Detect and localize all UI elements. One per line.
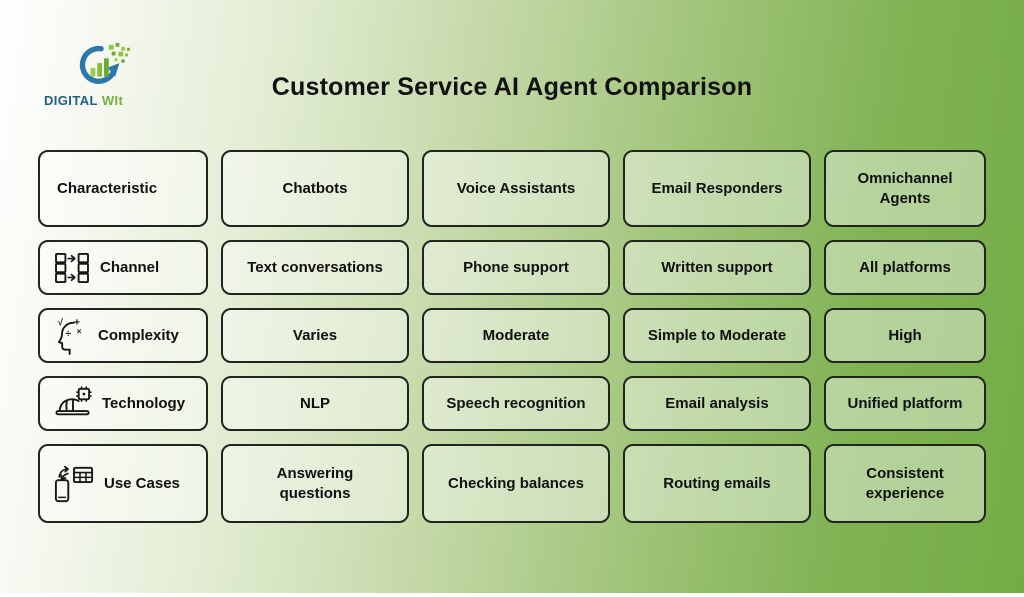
header-cell-email-responders: Email Responders [623,150,811,227]
cell-text: Routing emails [663,474,771,492]
cell-complexity-omnichannel: High [824,308,986,363]
cell-channel-email-responders: Written support [623,240,811,295]
use-cases-icon [53,464,95,504]
header-cell-chatbots: Chatbots [221,150,409,227]
svg-text:÷: ÷ [65,328,71,339]
header-cell-characteristic: Characteristic [38,150,208,227]
cell-text: Unified platform [847,394,963,412]
cell-technology-email-responders: Email analysis [623,376,811,431]
cell-text: Phone support [463,258,569,276]
header-cell-voice-assistants: Voice Assistants [422,150,610,227]
header-label: Voice Assistants [456,179,576,197]
svg-text:√: √ [58,317,64,328]
brand-logo: DIGITAL WIt [44,42,164,108]
cell-text: Simple to Moderate [647,326,787,344]
complexity-icon: √ + ÷ × [53,317,89,355]
brand-name-secondary: WIt [101,93,124,108]
header-label: Characteristic [57,179,158,197]
cell-text: Speech recognition [446,394,586,412]
cell-complexity-voice-assistants: Moderate [422,308,610,363]
row-label-use-cases: Use Cases [38,444,208,523]
cell-complexity-email-responders: Simple to Moderate [623,308,811,363]
header-label: Omnichannel Agents [857,170,953,207]
header-cell-omnichannel-agents: Omnichannel Agents [824,150,986,227]
row-label-complexity: √ + ÷ × Complexity [38,308,208,363]
cell-channel-voice-assistants: Phone support [422,240,610,295]
header-label: Email Responders [651,179,783,197]
cell-text: Moderate [482,326,550,344]
bottom-strip [0,593,1024,597]
cell-use-cases-voice-assistants: Checking balances [422,444,610,523]
svg-text:×: × [77,326,82,336]
cell-text: NLP [300,394,330,412]
cell-technology-omnichannel: Unified platform [824,376,986,431]
cell-text: Answering questions [276,465,354,502]
header-label: Chatbots [282,179,348,197]
row-label-text: Complexity [98,326,179,344]
row-label-channel: Channel [38,240,208,295]
cell-text: Text conversations [247,258,383,276]
digitalwit-logo-icon [44,42,164,92]
comparison-table: Characteristic Chatbots Voice Assistants… [38,150,986,523]
technology-icon [53,385,93,422]
brand-name: DIGITAL WIt [44,93,164,108]
cell-text: Varies [292,326,338,344]
cell-text: All platforms [859,258,951,276]
cell-text: Consistent experience [865,465,945,502]
svg-text:+: + [74,317,80,328]
cell-text: Written support [661,258,773,276]
cell-use-cases-chatbots: Answering questions [221,444,409,523]
cell-use-cases-email-responders: Routing emails [623,444,811,523]
cell-text: Checking balances [448,474,584,492]
row-label-text: Channel [100,258,160,276]
page-title: Customer Service AI Agent Comparison [271,73,753,101]
row-label-text: Technology [102,394,186,412]
cell-text: Email analysis [665,394,769,412]
row-label-text: Use Cases [104,474,180,492]
cell-channel-omnichannel: All platforms [824,240,986,295]
row-label-technology: Technology [38,376,208,431]
cell-complexity-chatbots: Varies [221,308,409,363]
cell-text: High [888,326,922,344]
cell-use-cases-omnichannel: Consistent experience [824,444,986,523]
cell-channel-chatbots: Text conversations [221,240,409,295]
cell-technology-voice-assistants: Speech recognition [422,376,610,431]
channel-icon [53,252,91,284]
cell-technology-chatbots: NLP [221,376,409,431]
brand-name-primary: DIGITAL [44,93,98,108]
